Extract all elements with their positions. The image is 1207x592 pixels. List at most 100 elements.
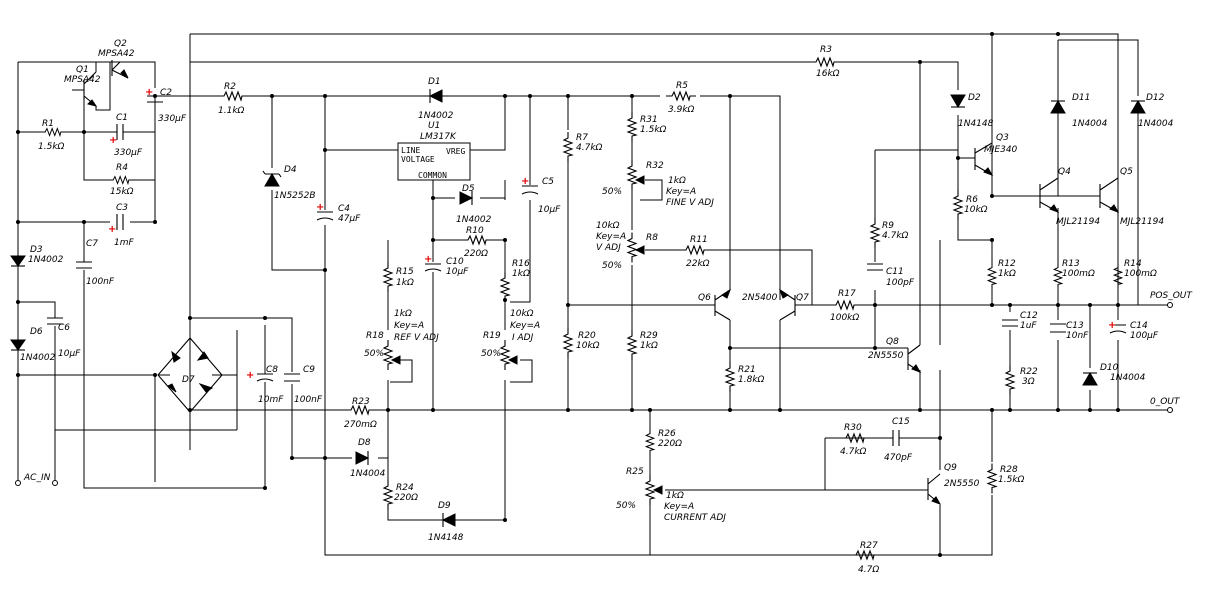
resistor-r13 [1053, 261, 1063, 291]
label-d3-value: 1N4002 [28, 255, 64, 265]
label-r14: R14 [1124, 259, 1142, 269]
label-c1: C1 [116, 113, 128, 123]
label-r22: R22 [1020, 367, 1038, 377]
label-r29-value: 1kΩ [640, 341, 658, 351]
plus-c10: + [424, 254, 432, 265]
label-r10: R10 [466, 226, 484, 236]
label-r28-value: 1.5kΩ [998, 475, 1025, 485]
capacitor-c14 [1109, 324, 1127, 334]
potentiometer-r25 [645, 474, 663, 506]
label-r25-name: CURRENT ADJ [664, 513, 726, 523]
label-d10: D10 [1100, 363, 1119, 373]
capacitor-c2 [147, 95, 163, 130]
label-d4-value: 1N5252B [274, 191, 316, 201]
label-d7: D7 [182, 375, 195, 385]
label-q9: Q9 [944, 463, 957, 473]
label-c6: C6 [58, 323, 70, 333]
plus-c8: + [246, 370, 254, 381]
label-q6: Q6 [698, 293, 711, 303]
label-d5-value: 1N4002 [456, 215, 492, 225]
capacitor-c5 [521, 185, 539, 195]
label-c5: C5 [542, 177, 554, 187]
label-common: COMMON [418, 171, 447, 180]
label-r21-value: 1.8kΩ [738, 375, 765, 385]
regulator-u1 [397, 142, 471, 181]
label-r30: R30 [844, 423, 862, 433]
label-d9: D9 [438, 501, 451, 511]
resistor-r20 [563, 327, 573, 359]
label-c3: C3 [116, 203, 128, 213]
label-u1: U1 [428, 121, 440, 131]
label-r32-name: FINE V ADJ [666, 198, 714, 208]
potentiometer-r19 [500, 339, 518, 371]
label-ac-in: AC_IN [23, 473, 51, 483]
capacitor-c10 [424, 263, 442, 272]
label-r14-value: 100mΩ [1124, 269, 1157, 279]
transistor-q1 [72, 62, 111, 111]
label-q3: Q3 [996, 133, 1009, 143]
label-r32-value: 1kΩ [668, 176, 686, 186]
terminal-pos-out [1167, 302, 1173, 308]
potentiometer-r8 [627, 231, 645, 264]
label-q7: Q7 [796, 293, 809, 303]
transistor-q3 [974, 142, 994, 176]
label-r22-value: 3Ω [1022, 377, 1035, 387]
label-pos-out: POS_OUT [1150, 291, 1193, 301]
transistor-q4 [1039, 177, 1060, 213]
label-r19-name: I ADJ [512, 333, 534, 343]
label-r8: R8 [646, 233, 658, 243]
label-c12-value: 1uF [1020, 321, 1037, 331]
diode-d11 [1050, 100, 1066, 114]
diode-d6 [10, 339, 26, 351]
label-q1: Q1 [76, 65, 89, 75]
label-r27-value: 4.7Ω [858, 565, 879, 575]
resistor-r30 [839, 433, 871, 443]
label-d11-value: 1N4004 [1072, 119, 1108, 129]
label-c11: C11 [886, 267, 904, 277]
plus-c4: + [316, 202, 324, 213]
capacitor-c3 [116, 214, 124, 230]
label-r20: R20 [578, 331, 596, 341]
label-c4: C4 [338, 204, 350, 214]
label-r19: R19 [483, 331, 501, 341]
label-c9-value: 100nF [294, 395, 323, 405]
label-r31: R31 [640, 115, 658, 125]
diode-d9 [430, 513, 460, 527]
label-u1-value: LM317K [420, 132, 457, 142]
label-r10-value: 220Ω [464, 249, 488, 259]
label-r7-value: 4.7kΩ [576, 143, 603, 153]
label-r12: R12 [998, 259, 1016, 269]
label-r13: R13 [1062, 259, 1080, 269]
potentiometer-r18 [383, 339, 401, 371]
label-r18-key: Key=A [394, 321, 424, 331]
diode-d8 [355, 451, 370, 465]
label-r15-value: 1kΩ [396, 278, 414, 288]
label-r26-value: 220Ω [658, 439, 682, 449]
transistor-q5 [1099, 177, 1120, 213]
label-c7: C7 [86, 239, 98, 249]
capacitor-c15 [870, 430, 910, 446]
label-r8-key: Key=A [596, 232, 626, 242]
plus-c2: + [145, 87, 153, 98]
label-c8-value: 10mF [258, 395, 284, 405]
label-r25-value: 1kΩ [666, 491, 684, 501]
label-d2-value: 1N4148 [958, 119, 994, 129]
label-r11-value: 22kΩ [686, 259, 710, 269]
transistor-q6 [714, 288, 731, 321]
resistor-r3 [809, 57, 841, 67]
transistor-q8 [875, 344, 922, 373]
label-d8: D8 [358, 438, 371, 448]
label-r3: R3 [820, 45, 832, 55]
label-r6: R6 [966, 195, 978, 205]
label-r23-value: 270mΩ [344, 420, 377, 430]
label-r8-name: V ADJ [596, 243, 621, 253]
terminal-0-out [1167, 407, 1173, 413]
transistor-q9 [920, 473, 942, 505]
label-d5: D5 [462, 184, 475, 194]
capacitor-c1 [110, 124, 130, 140]
label-c8: C8 [266, 365, 278, 375]
label-d4: D4 [284, 165, 297, 175]
terminal-ac-in-1 [15, 480, 21, 486]
label-r15: R15 [396, 267, 414, 277]
